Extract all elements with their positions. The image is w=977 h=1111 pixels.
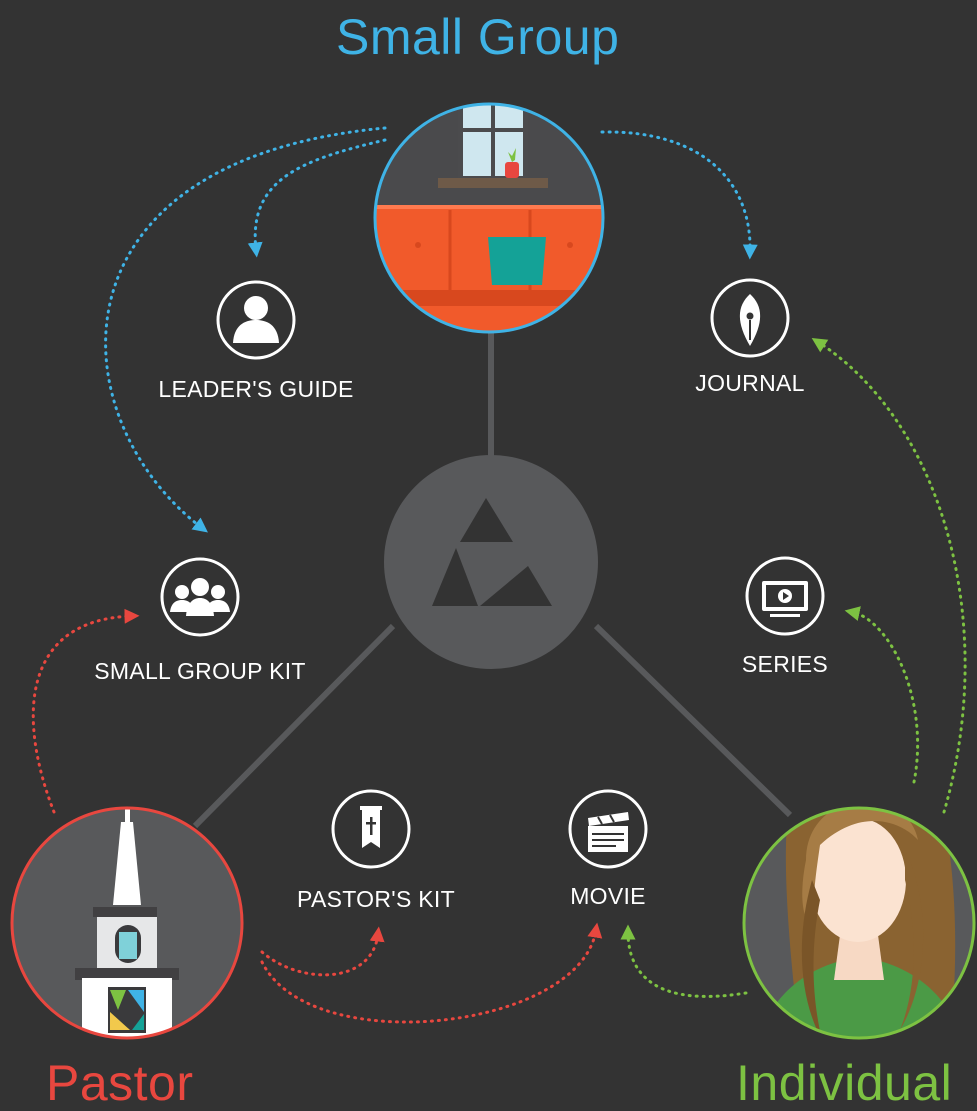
title-pastor: Pastor	[46, 1055, 194, 1111]
triangle-play-logo-icon	[432, 498, 552, 606]
arrow-sg-to-small-group-kit	[104, 126, 387, 533]
title-individual: Individual	[736, 1055, 953, 1111]
arrow-sg-to-leaders-guide	[247, 138, 387, 258]
label-journal: JOURNAL	[695, 370, 805, 396]
arrow-individual-to-movie	[620, 924, 748, 998]
movie-clapperboard-icon	[568, 789, 648, 869]
connector-individual	[593, 623, 793, 818]
series-tv-play-icon	[745, 556, 825, 636]
arrow-individual-to-journal	[811, 337, 967, 814]
flow-arrows-individual	[620, 337, 967, 998]
arrow-pastor-to-small-group-kit	[31, 608, 140, 814]
arrow-pastor-to-movie	[260, 922, 603, 1024]
leaders-guide-icon	[216, 280, 296, 360]
small-group-scene	[373, 102, 605, 334]
connector-pastor	[192, 623, 396, 829]
title-small-group: Small Group	[336, 9, 620, 65]
label-movie: MOVIE	[570, 883, 646, 909]
woman-avatar-icon	[760, 808, 960, 1038]
pastors-kit-banner-icon	[331, 789, 411, 869]
arrow-individual-to-series	[844, 606, 920, 784]
pastor-scene	[10, 806, 244, 1040]
label-pastors-kit: PASTOR'S KIT	[297, 886, 455, 912]
individual-scene	[742, 806, 976, 1040]
arrow-pastor-to-pastors-kit	[260, 926, 385, 977]
journal-pen-nib-icon	[710, 278, 790, 358]
window-icon	[438, 104, 548, 188]
couch-icon	[375, 205, 603, 332]
label-series: SERIES	[741, 651, 829, 677]
hub-logo	[384, 455, 598, 669]
flow-arrows-pastor	[31, 608, 603, 1024]
label-leaders-guide: LEADER'S GUIDE	[158, 376, 354, 402]
small-group-kit-group-icon	[160, 557, 240, 637]
connector-lines	[192, 330, 793, 829]
arrow-sg-to-journal	[600, 130, 758, 260]
church-steeple-icon	[75, 808, 179, 1038]
label-small-group-kit: SMALL GROUP KIT	[94, 658, 306, 684]
flow-arrows-small-group	[104, 126, 758, 533]
